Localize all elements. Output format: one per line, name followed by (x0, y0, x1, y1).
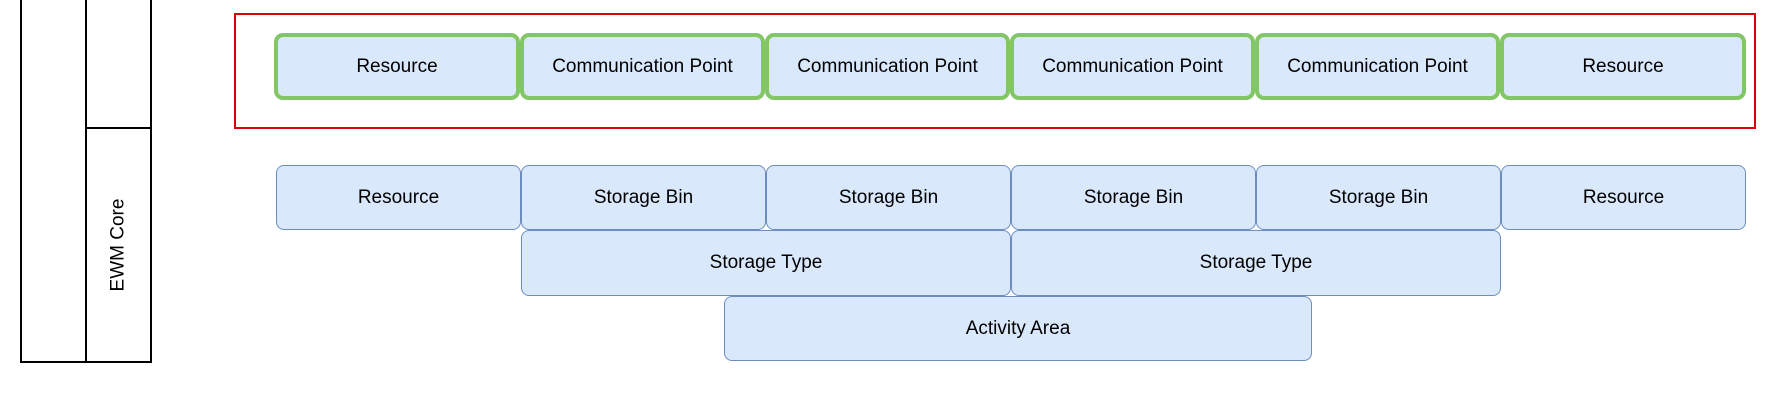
node-storage-bin-4[interactable]: Storage Bin (1256, 165, 1501, 230)
swimlane-divider-vertical (85, 0, 87, 363)
node-communication-point-4[interactable]: Communication Point (1255, 33, 1500, 100)
node-resource-left-top[interactable]: Resource (274, 33, 520, 100)
node-communication-point-3[interactable]: Communication Point (1010, 33, 1255, 100)
swimlane-label-ewm-core: EWM Core (86, 129, 151, 361)
node-resource-right-top[interactable]: Resource (1500, 33, 1746, 100)
node-resource-left[interactable]: Resource (276, 165, 521, 230)
swimlane-divider-horizontal (85, 127, 152, 129)
node-activity-area[interactable]: Activity Area (724, 296, 1312, 361)
node-storage-bin-1[interactable]: Storage Bin (521, 165, 766, 230)
node-storage-type-2[interactable]: Storage Type (1011, 230, 1501, 296)
communication-layer-highlight-frame (234, 13, 1756, 129)
node-communication-point-2[interactable]: Communication Point (765, 33, 1010, 100)
swimlane-label-text: EWM Core (107, 198, 129, 292)
node-resource-right[interactable]: Resource (1501, 165, 1746, 230)
node-storage-type-1[interactable]: Storage Type (521, 230, 1011, 296)
node-storage-bin-3[interactable]: Storage Bin (1011, 165, 1256, 230)
node-storage-bin-2[interactable]: Storage Bin (766, 165, 1011, 230)
node-communication-point-1[interactable]: Communication Point (520, 33, 765, 100)
